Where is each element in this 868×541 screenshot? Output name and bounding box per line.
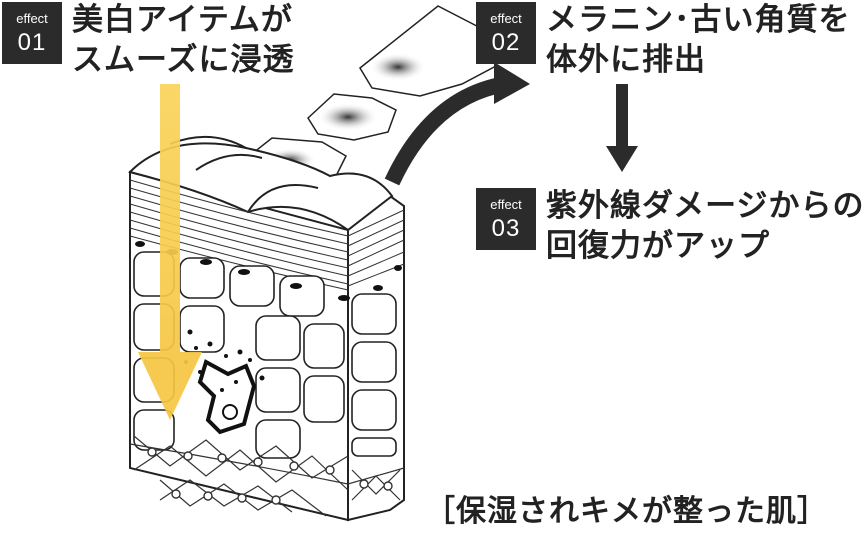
dermis-net: [129, 435, 405, 517]
effect-01-number: 01: [17, 28, 47, 56]
effect-03-line2: 回復力がアップ: [546, 228, 770, 264]
effect-02-word: effect: [490, 10, 522, 26]
effect-01-line1: 美白アイテムが: [72, 2, 293, 38]
effect-02-line1: メラニン･古い角質を: [546, 2, 851, 38]
effect-03-number: 03: [491, 214, 521, 242]
curved-export-arrow: [384, 62, 530, 186]
skin-caption: ［保湿されキメが整った肌］: [425, 494, 828, 529]
melanocyte: [184, 329, 265, 435]
effect-03-badge: effect 03: [476, 188, 536, 250]
effect-01-badge: effect 01: [2, 2, 62, 64]
effect-02-label: メラニン･古い角質を 体外に排出: [546, 0, 851, 80]
effect-01-label: 美白アイテムが スムーズに浸透: [72, 0, 294, 80]
dermis-knots: [147, 447, 393, 505]
effect-01-line2: スムーズに浸透: [72, 42, 295, 78]
effect-02-badge: effect 02: [476, 2, 536, 64]
effect-03-label: 紫外線ダメージからの 回復力がアップ: [546, 186, 864, 266]
effect-03-line1: 紫外線ダメージからの: [546, 188, 865, 224]
effect-03-word: effect: [490, 196, 522, 212]
penetration-arrow: [138, 84, 202, 420]
down-arrow: [606, 84, 638, 172]
effect-02-line2: 体外に排出: [546, 42, 706, 78]
cell-layer: [133, 251, 397, 459]
effect-02-number: 02: [491, 28, 521, 56]
effect-01-word: effect: [16, 10, 48, 26]
